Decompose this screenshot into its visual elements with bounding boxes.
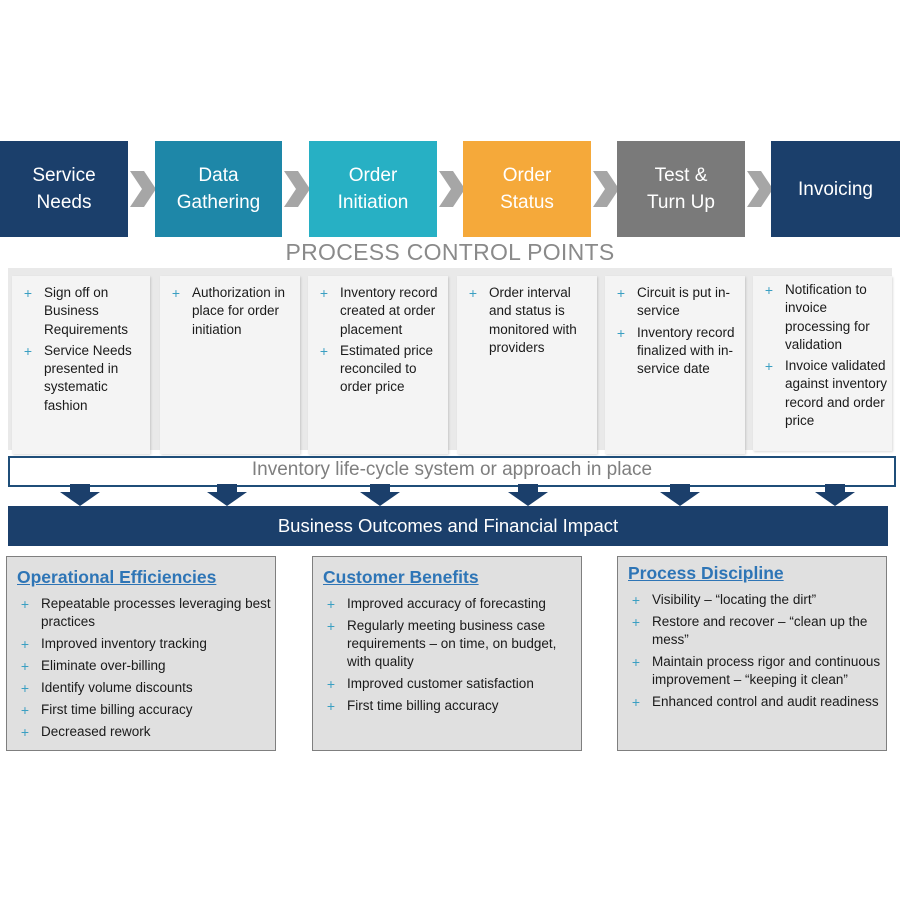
list-item: +Estimated price reconciled to order pri… bbox=[308, 342, 448, 397]
list-item: +Eliminate over-billing bbox=[15, 657, 271, 675]
list-item: +Inventory record finalized with in-serv… bbox=[605, 324, 745, 379]
plus-icon: + bbox=[20, 724, 30, 740]
list-item: +First time billing accuracy bbox=[15, 701, 271, 719]
plus-icon: + bbox=[171, 285, 181, 301]
box-title: Process Discipline bbox=[628, 563, 784, 583]
process-control-title: PROCESS CONTROL POINTS bbox=[285, 239, 615, 265]
list-item: +Improved accuracy of forecasting bbox=[321, 595, 577, 613]
plus-icon: + bbox=[326, 618, 336, 634]
plus-icon: + bbox=[23, 285, 33, 301]
arrow-down-icon bbox=[360, 484, 400, 506]
arrow-down-icon bbox=[60, 484, 100, 506]
list-item: +Improved inventory tracking bbox=[15, 635, 271, 653]
list-item: +Repeatable processes leveraging best pr… bbox=[15, 595, 271, 631]
list-item: +Inventory record created at order place… bbox=[308, 284, 448, 339]
inventory-lifecycle-bar: Inventory life-cycle system or approach … bbox=[8, 456, 896, 487]
step-invoicing: Invoicing bbox=[771, 141, 900, 237]
list-item: +Authorization in place for order initia… bbox=[160, 284, 300, 339]
box-title: Operational Efficiencies bbox=[17, 567, 217, 587]
step-order-initiation: Order Initiation bbox=[309, 141, 437, 237]
control-point-column: +Circuit is put in-service +Inventory re… bbox=[605, 276, 745, 454]
list-item: +Sign off on Business Requirements bbox=[12, 284, 150, 339]
customer-benefits-box: Customer Benefits +Improved accuracy of … bbox=[312, 556, 582, 751]
chevron-right-icon bbox=[747, 171, 773, 207]
step-order-status: Order Status bbox=[463, 141, 591, 237]
operational-efficiencies-box: Operational Efficiencies +Repeatable pro… bbox=[6, 556, 276, 751]
arrow-down-icon bbox=[207, 484, 247, 506]
list-item: +Enhanced control and audit readiness bbox=[626, 693, 882, 711]
plus-icon: + bbox=[764, 358, 774, 375]
step-service-needs: Service Needs bbox=[0, 141, 128, 237]
list-item: +Restore and recover – “clean up the mes… bbox=[626, 613, 882, 649]
chevron-right-icon bbox=[284, 171, 310, 207]
control-point-column: +Notification to invoice processing for … bbox=[753, 276, 892, 451]
control-point-column: +Sign off on Business Requirements +Serv… bbox=[12, 276, 150, 454]
plus-icon: + bbox=[468, 285, 478, 301]
chevron-right-icon bbox=[593, 171, 619, 207]
list-item: +Decreased rework bbox=[15, 723, 271, 741]
plus-icon: + bbox=[631, 694, 641, 710]
control-point-column: +Inventory record created at order place… bbox=[308, 276, 448, 454]
chevron-right-icon bbox=[130, 171, 156, 207]
step-data-gathering: Data Gathering bbox=[155, 141, 282, 237]
plus-icon: + bbox=[20, 658, 30, 674]
plus-icon: + bbox=[326, 698, 336, 714]
plus-icon: + bbox=[616, 324, 626, 341]
list-item: +Identify volume discounts bbox=[15, 679, 271, 697]
plus-icon: + bbox=[20, 680, 30, 696]
plus-icon: + bbox=[326, 596, 336, 612]
list-item: +Order interval and status is monitored … bbox=[457, 284, 597, 357]
plus-icon: + bbox=[326, 676, 336, 692]
list-item: +First time billing accuracy bbox=[321, 697, 577, 715]
list-item: +Invoice validated against inventory rec… bbox=[753, 357, 892, 430]
box-title: Customer Benefits bbox=[323, 567, 479, 587]
plus-icon: + bbox=[20, 636, 30, 652]
list-item: +Maintain process rigor and continuous i… bbox=[626, 653, 882, 689]
arrow-down-icon bbox=[660, 484, 700, 506]
plus-icon: + bbox=[616, 285, 626, 301]
process-discipline-box: Process Discipline +Visibility – “locati… bbox=[617, 556, 887, 751]
list-item: +Regularly meeting business case require… bbox=[321, 617, 577, 671]
plus-icon: + bbox=[20, 596, 30, 612]
list-item: +Improved customer satisfaction bbox=[321, 675, 577, 693]
plus-icon: + bbox=[20, 702, 30, 718]
business-outcomes-bar: Business Outcomes and Financial Impact bbox=[8, 506, 888, 546]
arrow-down-icon bbox=[815, 484, 855, 506]
plus-icon: + bbox=[631, 654, 641, 670]
arrow-down-icon bbox=[508, 484, 548, 506]
plus-icon: + bbox=[319, 342, 329, 359]
plus-icon: + bbox=[764, 282, 774, 298]
list-item: +Service Needs presented in systematic f… bbox=[12, 342, 150, 415]
list-item: +Notification to invoice processing for … bbox=[753, 281, 892, 354]
plus-icon: + bbox=[631, 614, 641, 630]
step-test-turn-up: Test & Turn Up bbox=[617, 141, 745, 237]
plus-icon: + bbox=[319, 285, 329, 301]
control-point-column: +Authorization in place for order initia… bbox=[160, 276, 300, 454]
list-item: +Circuit is put in-service bbox=[605, 284, 745, 321]
plus-icon: + bbox=[23, 342, 33, 359]
list-item: +Visibility – “locating the dirt” bbox=[626, 591, 882, 609]
chevron-right-icon bbox=[439, 171, 465, 207]
control-point-column: +Order interval and status is monitored … bbox=[457, 276, 597, 454]
plus-icon: + bbox=[631, 592, 641, 608]
